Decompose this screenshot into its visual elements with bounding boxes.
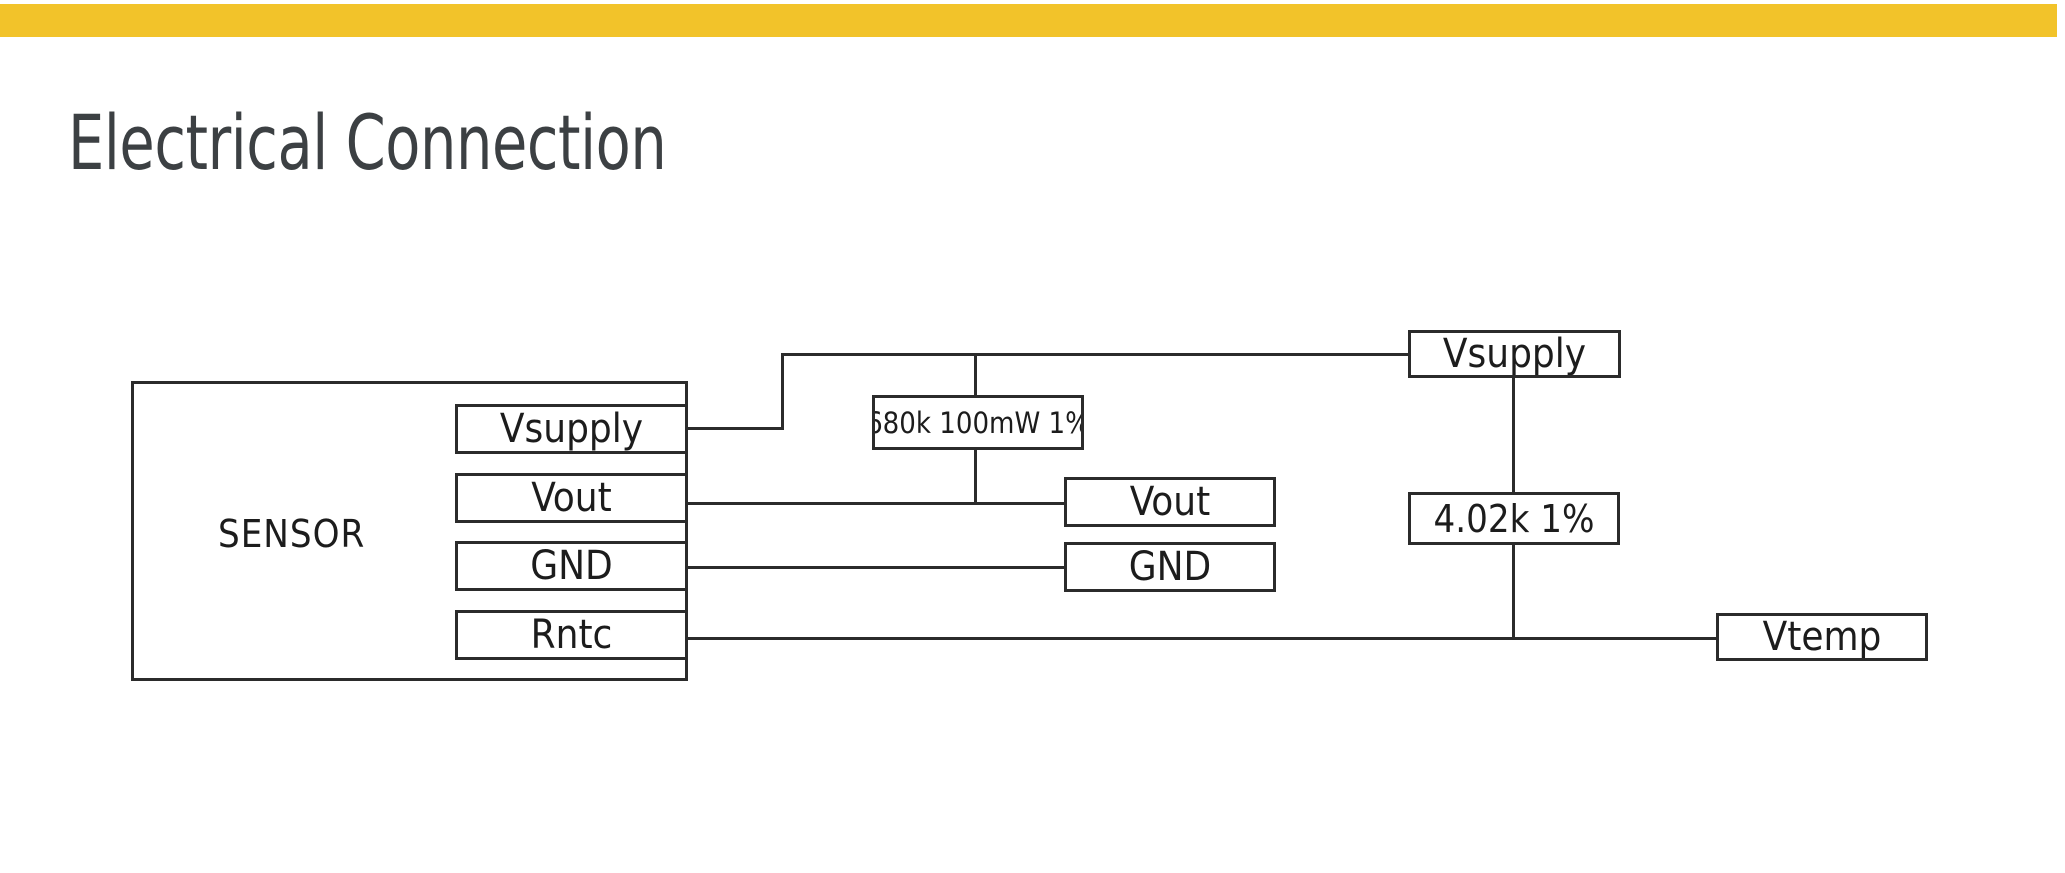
wire-vsupply-top-rail (781, 353, 1411, 356)
sensor-pin-rntc[interactable]: Rntc (455, 610, 688, 660)
wire-680k-bottom-lead (974, 448, 977, 505)
sensor-pin-gnd[interactable]: GND (455, 541, 688, 591)
terminal-vout[interactable]: Vout (1064, 477, 1276, 527)
terminal-gnd[interactable]: GND (1064, 542, 1276, 592)
wire-rntc-to-vtemp (686, 637, 1717, 640)
wire-vout (686, 502, 1066, 505)
resistor-680k[interactable]: 680k 100mW 1% (872, 395, 1084, 450)
wire-gnd (686, 566, 1066, 569)
sensor-pin-vout[interactable]: Vout (455, 473, 688, 523)
sensor-label: SENSOR (218, 512, 366, 556)
wire-4k02-top-lead (1512, 377, 1515, 510)
wire-vsupply-riser (781, 353, 784, 430)
wire-4k02-bottom-lead (1512, 542, 1515, 640)
resistor-4k02[interactable]: 4.02k 1% (1408, 492, 1620, 545)
sensor-pin-vsupply[interactable]: Vsupply (455, 404, 688, 454)
wire-vsupply-pin-out (686, 427, 784, 430)
terminal-vtemp[interactable]: Vtemp (1716, 613, 1928, 661)
terminal-vsupply[interactable]: Vsupply (1408, 330, 1621, 378)
accent-bar (0, 4, 2057, 37)
wire-680k-top-lead (974, 353, 977, 396)
page-title: Electrical Connection (68, 98, 667, 187)
